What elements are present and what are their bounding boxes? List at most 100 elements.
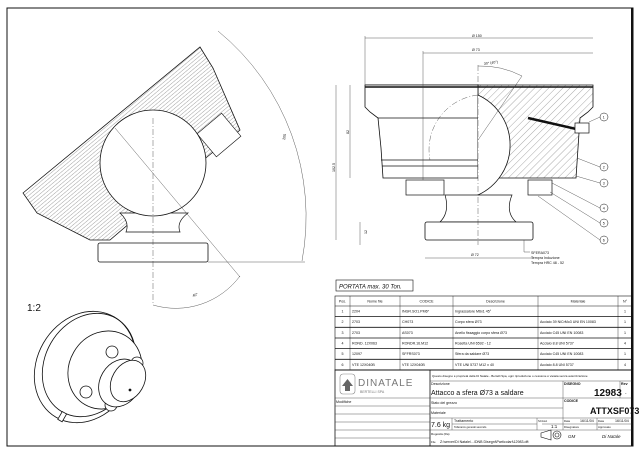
table-cell: ROND. 12X063 <box>352 341 377 345</box>
dim-angle-text: 40° <box>192 292 199 298</box>
balloon-2: 2 <box>599 162 609 172</box>
table-cell: 6 <box>342 363 344 367</box>
right-section-view: Ø 150 Ø 73 30° (40°) 82 102.5 12 Ø 72 SF… <box>332 34 609 265</box>
revision-value: - <box>625 391 627 396</box>
table-cell: 2703 <box>352 320 360 324</box>
table-cell: 4 <box>624 341 626 345</box>
table-cell: INGR.SO1.PM6* <box>402 310 430 314</box>
table-cell: 4 <box>342 341 344 345</box>
table-cell: Sfera da saldare Ø73 <box>455 352 489 356</box>
table-cell: VTE 12X040B <box>352 363 375 367</box>
table-cell: Acciaio 8.8 UNI 5737 <box>540 341 574 345</box>
table-cell: Acciaio C45 UNI EN 10083 <box>540 352 583 356</box>
table-cell: Ingrassatore M6x1 45° <box>455 310 492 314</box>
table-cell: 2204 <box>352 310 360 314</box>
svg-text:SCALA: SCALA <box>538 419 547 423</box>
table-cell: 5 <box>342 352 344 356</box>
title-block: DINATALE BERTELLI SPA Questo disegno è p… <box>334 369 639 447</box>
table-cell: Rosetta UNI 6592 - 12 <box>455 341 491 345</box>
svg-text:Trattamento: Trattamento <box>454 419 473 423</box>
modifiche-label: Modifiche <box>336 400 351 404</box>
balloon-6: 6 <box>599 235 609 245</box>
date-2: 16/11/04 <box>615 419 629 423</box>
weight-value: 7.6 kg <box>431 422 450 429</box>
dim-base-diameter: Ø 72 <box>471 253 479 257</box>
nut-left <box>405 179 445 196</box>
svg-text:Approvato: Approvato <box>598 425 611 429</box>
table-cell: 3 <box>342 331 344 335</box>
table-cell: 1 <box>624 320 626 324</box>
svg-text:DISEGNO: DISEGNO <box>564 382 581 386</box>
table-cell: Acciaio 39 NiCrMo3 UNI EN 10083 <box>540 320 596 324</box>
svg-text:Data: Data <box>564 419 570 423</box>
table-cell: 4 <box>624 363 626 367</box>
dim-top-diameter: Ø 150 <box>472 34 482 38</box>
nut-right <box>527 179 553 196</box>
table-cell: CH073 <box>402 320 413 324</box>
svg-text:4: 4 <box>603 207 605 211</box>
svg-text:6: 6 <box>603 239 605 243</box>
description-value: Attacco a sfera Ø73 a saldare <box>431 390 524 397</box>
table-cell: RONDR.16.M12 <box>402 341 428 345</box>
table-cell: VTE UNI 5737 M12 x 40 <box>455 363 494 367</box>
svg-text:File: File <box>431 440 436 444</box>
capacity-box <box>335 279 414 292</box>
approver-value: Di Natale <box>602 434 621 439</box>
svg-text:Materiale: Materiale <box>431 411 446 415</box>
neck <box>119 212 190 233</box>
dim-angle: 30° (40°) <box>484 60 499 66</box>
dim-radius-text: 205 <box>282 134 287 141</box>
table-cell: SFFRS073 <box>402 352 420 356</box>
svg-text:BERTELLI SPA: BERTELLI SPA <box>360 390 385 394</box>
dim-inner-diameter: Ø 73 <box>472 48 480 52</box>
svg-text:2: 2 <box>603 166 605 170</box>
radius-dimension-arc <box>217 30 307 262</box>
designer-value: GM <box>568 434 576 439</box>
file-path: Z:\server\Di Natale\...\DNB Disegni\Part… <box>440 440 528 444</box>
table-cell: 12097 <box>352 352 362 356</box>
svg-text:Rev: Rev <box>621 382 628 386</box>
table-header: Descrizione <box>486 300 505 304</box>
part-code: ATTXSF073 <box>590 406 639 416</box>
drawing-number: 12983 <box>594 388 622 399</box>
left-tilted-view: 205 40° 1:2 <box>22 30 307 314</box>
table-header: N° <box>623 300 628 304</box>
parts-table: Pos. Nome file CODICE Descrizione Materiale N… <box>334 295 633 371</box>
scale-value: 1:1 <box>551 424 558 429</box>
table-cell: AS073 <box>402 331 413 335</box>
svg-text:Disegnatore: Disegnatore <box>564 425 580 429</box>
ownership-notice: Questo disegno è proprietà della Di Nata… <box>432 374 588 378</box>
table-cell: 2703 <box>352 331 360 335</box>
table-cell: 2 <box>342 320 344 324</box>
table-cell: 1 <box>342 310 344 314</box>
table-cell: Corpo sfera Ø73 <box>455 320 482 324</box>
nut <box>196 112 242 158</box>
dim-base-height: 12 <box>364 230 368 234</box>
table-header: Nome file <box>367 300 382 304</box>
grease-nipple <box>574 122 590 134</box>
svg-text:Rugosità (Ra): Rugosità (Ra) <box>431 432 450 436</box>
projection-symbol-icon <box>540 429 562 441</box>
angle-dimension-arc <box>152 275 241 309</box>
dim-height-body: 82 <box>346 130 350 134</box>
table-cell: Anello fissaggio corpo sfera Ø73 <box>455 331 507 335</box>
balloon-1: 1 <box>599 112 609 122</box>
table-cell: VTE 12X040B <box>402 363 425 367</box>
svg-text:DINATALE: DINATALE <box>358 378 413 389</box>
svg-text:Descrizione: Descrizione <box>431 382 450 386</box>
table-header: CODICE <box>420 300 435 304</box>
note-line-1: SFERA073 <box>531 251 549 255</box>
svg-text:1: 1 <box>603 116 605 120</box>
svg-text:5: 5 <box>603 222 605 226</box>
date-1: 16/11/04 <box>580 419 594 423</box>
table-header: Pos. <box>339 300 346 304</box>
note-line-3: Tempra HRC 48 - 52 <box>531 261 564 265</box>
svg-text:Stato del grezzo: Stato del grezzo <box>431 401 457 405</box>
base-plate <box>424 221 534 241</box>
ball <box>477 94 511 196</box>
table-header: Materiale <box>571 300 586 304</box>
balloon-3: 3 <box>599 178 609 188</box>
note-line-2: Tempra Induzione <box>531 256 560 260</box>
svg-text:3: 3 <box>603 182 605 186</box>
